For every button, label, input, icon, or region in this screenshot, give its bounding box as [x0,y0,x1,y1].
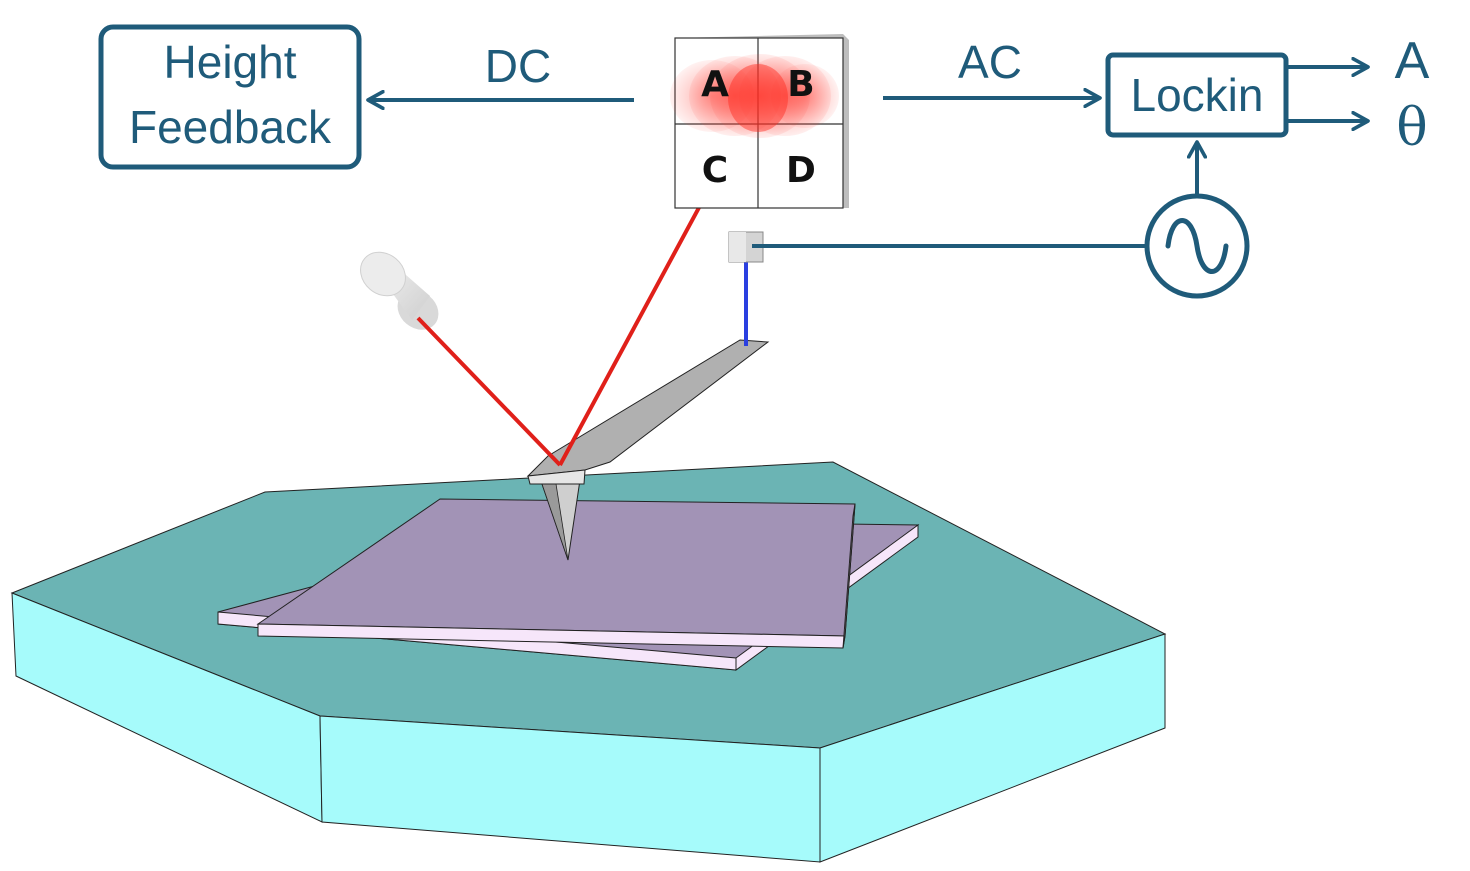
dc-signal-arrow: DC [368,40,634,100]
laser-spot [670,54,839,138]
lockin-box: Lockin [1105,52,1289,138]
sine-wave-source-icon [1144,193,1250,299]
quadrant-c-label: C [702,150,728,191]
ac-label: AC [958,36,1022,88]
height-feedback-line2: Feedback [129,101,332,153]
quadrant-a-label: A [701,64,729,105]
lockin-output-amplitude: A [1288,32,1430,90]
stage-right-side [819,633,1166,863]
height-feedback-box: Height Feedback [98,24,362,170]
ac-signal-arrow: AC [883,36,1100,98]
lockin-label: Lockin [1131,69,1264,121]
piezo-actuator [728,231,764,346]
output-phase-label: θ [1396,98,1427,158]
lockin-output-phase: θ [1288,98,1428,158]
photodiode: A B C D [670,34,849,209]
quadrant-d-label: D [786,150,816,191]
quadrant-b-label: B [787,64,814,105]
output-amplitude-label: A [1395,32,1430,90]
height-feedback-line1: Height [164,36,297,88]
laser-source-icon [360,251,439,330]
cantilever [526,339,770,561]
sample-top-slab [256,498,856,649]
dc-label: DC [485,40,551,92]
